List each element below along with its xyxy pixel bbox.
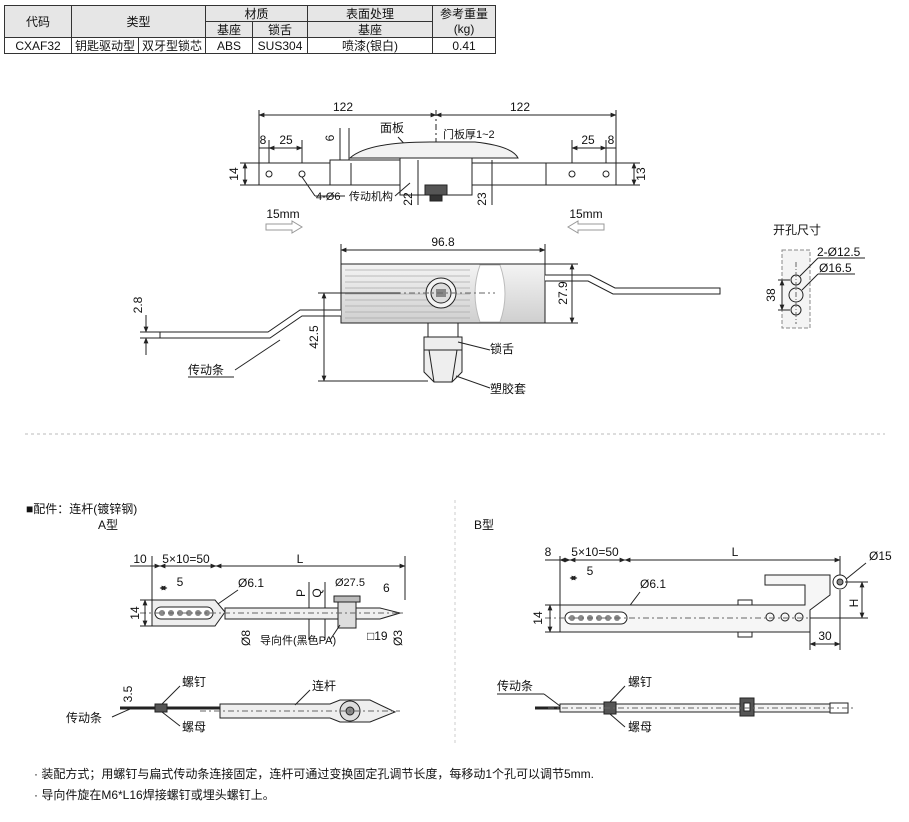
accessory-title: ■配件：连杆(镀锌钢) [26, 502, 138, 516]
b-nut-label: 螺母 [628, 720, 652, 734]
dim-96-8: 96.8 [431, 235, 455, 249]
type-b-title: B型 [474, 518, 495, 532]
type-a-drawing: 10 5×10=50 L 5 Ø6.1 P Q Ø27.5 6 14 导向件(黑… [66, 552, 406, 734]
b-dim-d15: Ø15 [869, 549, 892, 563]
label-mechanism: 传动机构 [349, 189, 393, 203]
b-dim-8: 8 [545, 545, 552, 559]
dim-25-left: 25 [279, 133, 293, 147]
label-drive-bar: 传动条 [188, 362, 224, 377]
type-a-title: A型 [98, 518, 119, 532]
dim-2-8: 2.8 [131, 296, 145, 313]
dim-23: 23 [475, 192, 489, 206]
a-dim-d3: Ø3 [391, 630, 405, 646]
label-tongue: 锁舌 [490, 341, 514, 356]
a-dim-d8: Ø8 [239, 630, 253, 646]
a-dim-10: 10 [133, 552, 147, 566]
dim-122-left: 122 [333, 100, 353, 114]
th-surface-base: 基座 [307, 21, 434, 38]
label-4-holes: 4-Ø6 [316, 191, 340, 203]
label-sleeve: 塑胶套 [490, 381, 526, 396]
cutout-view: 开孔尺寸 2-Ø12.5 Ø16.5 38 [764, 223, 865, 329]
b-dim-5: 5 [587, 564, 594, 578]
a-dim-sq19: □19 [367, 629, 388, 643]
cell-base: ABS [205, 37, 254, 54]
th-surface: 表面处理 [307, 5, 434, 22]
a-nut-label: 螺母 [182, 720, 206, 734]
b-dim-30: 30 [818, 629, 832, 643]
dim-25-right: 25 [581, 133, 595, 147]
cell-type1: 钥匙驱动型 [70, 37, 140, 54]
spec-table: 代码 类型 材质 表面处理 参考重量(kg) 基座 锁舌 基座 CXAF32 钥… [4, 5, 497, 54]
cutout-dim-38: 38 [764, 288, 778, 302]
b-dim-5x10: 5×10=50 [571, 545, 619, 559]
th-tongue: 锁舌 [252, 21, 309, 38]
dim-8-left: 8 [260, 133, 267, 147]
a-rod-label: 连杆 [312, 678, 336, 693]
a-dim-14: 14 [128, 606, 142, 620]
note-guide: · 导向件旋在M6*L16焊接螺钉或埋头螺钉上。 [34, 788, 275, 802]
th-material: 材质 [205, 5, 309, 22]
a-guide-label: 导向件(黑色PA) [260, 633, 336, 647]
cutout-d12-5: 2-Ø12.5 [817, 245, 861, 259]
a-screw-label: 螺钉 [182, 675, 206, 689]
note-assembly: · 装配方式；用螺钉与扁式传动条连接固定，连杆可通过变换固定孔调节长度，每移动1… [34, 767, 595, 781]
a-dim-5: 5 [177, 575, 184, 589]
cutout-d16-5: Ø16.5 [819, 261, 852, 275]
b-dim-d6-1: Ø6.1 [640, 577, 666, 591]
th-base: 基座 [205, 21, 254, 38]
a-bar-label: 传动条 [66, 710, 102, 725]
a-dim-d6-1: Ø6.1 [238, 576, 264, 590]
a-dim-L: L [297, 552, 304, 566]
a-dim-Q: Q [310, 588, 324, 597]
a-dim-6: 6 [383, 581, 390, 595]
cell-type2: 双牙型锁芯 [138, 37, 207, 54]
front-view: 96.8 27.9 2.8 [131, 235, 721, 396]
dim-6: 6 [323, 134, 337, 141]
travel-left: 15mm [266, 207, 299, 221]
top-view: 122 122 8 25 6 面板 门板厚1~2 25 8 [227, 100, 648, 234]
b-screw-label: 螺钉 [628, 675, 652, 689]
b-bar-label: 传动条 [497, 678, 533, 693]
th-code: 代码 [4, 5, 72, 38]
b-dim-L: L [732, 545, 739, 559]
cutout-title: 开孔尺寸 [773, 223, 821, 237]
dim-14-top: 14 [227, 167, 241, 181]
a-dim-3-5: 3.5 [121, 685, 135, 702]
dim-8-right: 8 [608, 133, 615, 147]
label-door-thickness: 门板厚1~2 [443, 127, 495, 141]
type-b-drawing: 8 5×10=50 L Ø15 5 Ø6.1 14 H 30 [497, 545, 892, 734]
cell-code: CXAF32 [4, 37, 72, 54]
a-dim-d27-5: Ø27.5 [335, 577, 365, 589]
travel-right: 15mm [569, 207, 602, 221]
dim-22: 22 [401, 192, 415, 206]
dim-122-right: 122 [510, 100, 530, 114]
cell-weight: 0.41 [432, 37, 497, 54]
a-dim-P: P [294, 589, 308, 597]
b-dim-H: H [847, 599, 861, 608]
dim-42-5: 42.5 [307, 325, 321, 349]
label-panel: 面板 [380, 121, 404, 135]
dim-13: 13 [634, 167, 648, 181]
cell-tongue: SUS304 [252, 37, 309, 54]
dim-27-9: 27.9 [556, 281, 570, 305]
th-weight: 参考重量(kg) [432, 5, 497, 38]
b-dim-14: 14 [531, 611, 545, 625]
a-dim-5x10: 5×10=50 [162, 552, 210, 566]
